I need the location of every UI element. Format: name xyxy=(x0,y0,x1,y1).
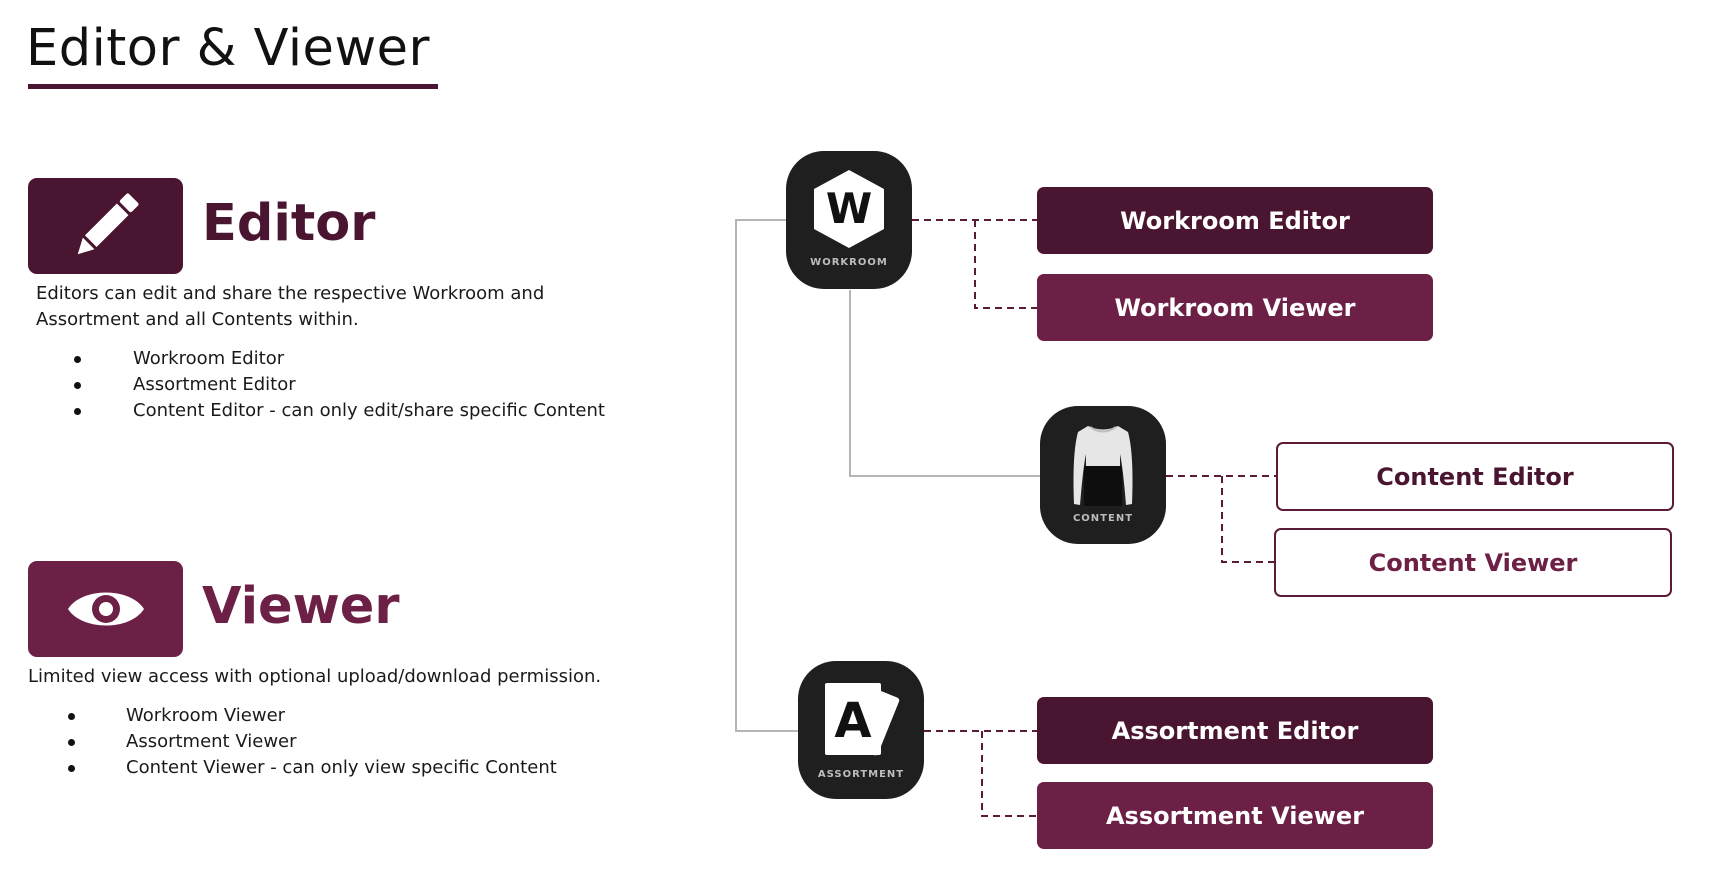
editor-heading: Editor xyxy=(202,194,376,253)
editor-icon-tile xyxy=(28,178,183,274)
page-title: Editor & Viewer xyxy=(26,19,430,78)
workroom-editor-box: Workroom Editor xyxy=(1037,187,1433,254)
workroom-glyph: W xyxy=(825,184,873,233)
assortment-icon: A ASSORTMENT xyxy=(798,661,924,799)
list-item: Assortment Editor xyxy=(70,372,605,398)
workroom-viewer-line xyxy=(974,220,1037,309)
assortment-viewer-box: Assortment Viewer xyxy=(1037,782,1433,849)
content-icon: CONTENT xyxy=(1040,406,1166,544)
stacked-cards-icon xyxy=(825,683,900,756)
content-viewer-box: Content Viewer xyxy=(1274,528,1672,597)
content-caption: CONTENT xyxy=(1072,513,1134,524)
permission-lines xyxy=(912,219,1276,817)
workroom-to-content-line xyxy=(849,290,1040,477)
list-item: Workroom Viewer xyxy=(64,703,557,729)
workroom-icon: W WORKROOM xyxy=(786,151,912,289)
assortment-editor-box: Assortment Editor xyxy=(1037,697,1433,764)
eye-icon xyxy=(67,592,144,626)
content-viewer-line xyxy=(1221,476,1274,563)
editor-role-list: Workroom Editor Assortment Editor Conten… xyxy=(70,346,605,424)
viewer-icon-tile xyxy=(28,561,183,657)
list-item: Content Editor - can only edit/share spe… xyxy=(70,398,605,424)
viewer-heading: Viewer xyxy=(202,577,400,636)
assortment-viewer-line xyxy=(981,731,1037,817)
assortment-glyph: A xyxy=(834,693,872,749)
pencil-icon xyxy=(77,193,138,255)
viewer-description: Limited view access with optional upload… xyxy=(28,666,602,687)
list-item: Content Viewer - can only view specific … xyxy=(64,755,557,781)
list-item: Assortment Viewer xyxy=(64,729,557,755)
viewer-role-list: Workroom Viewer Assortment Viewer Conten… xyxy=(64,703,557,781)
assortment-caption: ASSORTMENT xyxy=(817,769,905,780)
workroom-caption: WORKROOM xyxy=(810,257,888,268)
editor-description: Editors can edit and share the respectiv… xyxy=(36,283,545,330)
hierarchy-lines xyxy=(735,219,1040,732)
hexagon-w-icon xyxy=(814,170,884,248)
top-garment-icon xyxy=(1073,426,1133,506)
content-editor-box: Content Editor xyxy=(1276,442,1674,511)
workroom-viewer-box: Workroom Viewer xyxy=(1037,274,1433,341)
workroom-to-assortment-line xyxy=(735,219,798,732)
list-item: Workroom Editor xyxy=(70,346,605,372)
title-underline xyxy=(28,84,438,89)
